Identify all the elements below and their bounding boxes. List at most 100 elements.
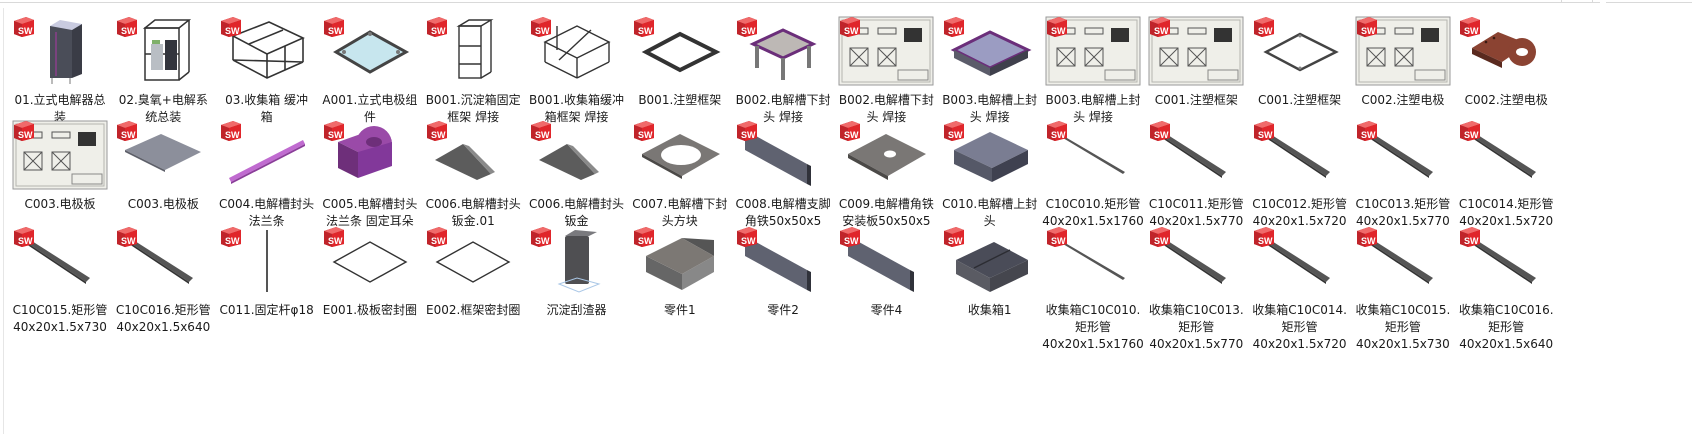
file-name-line: C10C013.矩形管 <box>1355 197 1451 211</box>
file-name-label: C005.电解槽封头法兰条 固定耳朵 <box>316 196 424 230</box>
file-name-label: C009.电解槽角铁安装板50x50x5 <box>832 196 940 230</box>
tube-icon <box>20 236 90 284</box>
file-name-line: 40x20x1.5x720 <box>1252 337 1347 351</box>
file-name-line: C011.固定杆φ18 <box>219 303 314 317</box>
file-name-line: C006.电解槽封头 <box>425 197 521 211</box>
svg-text:W: W <box>644 236 653 246</box>
file-name-line: C008.电解槽支脚 <box>735 197 831 211</box>
file-name-line: 矩形管 <box>1488 320 1525 334</box>
svg-text:S: S <box>328 26 334 36</box>
svg-text:W: W <box>231 130 240 140</box>
svg-text:W: W <box>1470 236 1479 246</box>
file-name-line: 02.臭氧+电解系 <box>118 93 208 107</box>
svg-text:W: W <box>127 130 136 140</box>
file-name-line: 40x20x1.5x640 <box>1459 337 1554 351</box>
svg-text:S: S <box>638 26 644 36</box>
file-name-line: 钣金 <box>564 214 589 228</box>
file-name-line: C005.电解槽封头 <box>322 197 418 211</box>
tube-icon <box>123 236 194 284</box>
svg-text:W: W <box>541 236 550 246</box>
svg-text:W: W <box>644 130 653 140</box>
file-name-line: 头 焊接 <box>763 110 803 124</box>
file-name-line: 40x20x1.5x770 <box>1149 214 1244 228</box>
svg-text:W: W <box>437 236 446 246</box>
flat-frame-glass-icon <box>332 30 409 74</box>
file-name-label: C002.注塑电极 <box>1452 92 1560 109</box>
svg-text:W: W <box>1367 130 1376 140</box>
file-name-line: 头 焊接 <box>866 110 907 124</box>
svg-text:W: W <box>334 130 343 140</box>
svg-text:S: S <box>1464 130 1470 140</box>
tall-frame-icon <box>456 19 494 79</box>
tube-icon <box>1466 236 1537 284</box>
file-name-label: A001.立式电极组件 <box>316 92 424 126</box>
svg-text:S: S <box>948 130 954 140</box>
svg-text:S: S <box>1258 236 1264 246</box>
file-name-line: 头方块 <box>661 214 698 228</box>
shallow-tray-icon <box>953 132 1028 182</box>
angle-iron-icon <box>745 130 812 186</box>
file-name-line: 框架 焊接 <box>447 110 500 124</box>
